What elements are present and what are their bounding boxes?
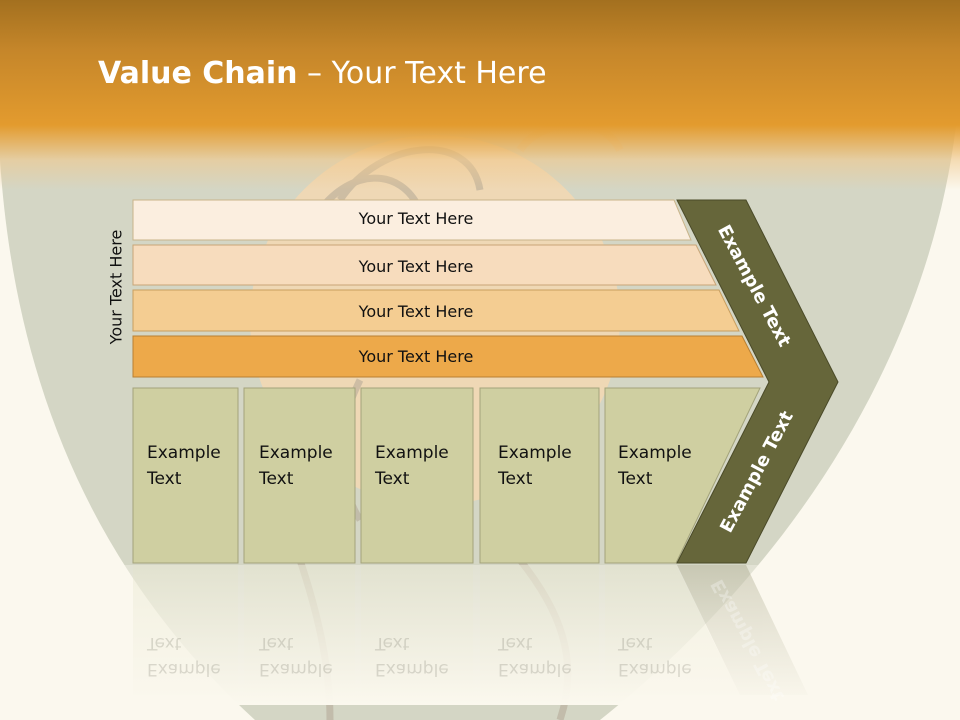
reflected-label-5-line2: Text [618, 633, 653, 653]
reflection-fade [120, 565, 840, 705]
column-box-4 [479, 387, 600, 564]
row-band-2 [132, 244, 717, 286]
column-label-4: Example Text [498, 440, 572, 492]
reflected-label-1-line1: Example [147, 659, 221, 679]
reflected-label-3-line2: Text [375, 633, 410, 653]
column-box-2 [243, 387, 356, 564]
row-label-4: Your Text Here [358, 347, 474, 366]
column-label-5-line2: Text [618, 469, 653, 489]
column-box-3 [360, 387, 474, 564]
column-label-1: Example Text [147, 440, 221, 492]
column-label-5-line1: Example [618, 443, 692, 463]
reflected-label-3: Example Text [375, 630, 449, 682]
reflected-label-1-line2: Text [147, 633, 182, 653]
reflected-label-4-line2: Text [498, 633, 533, 653]
header-band [0, 0, 960, 190]
reflected-label-2: Example Text [259, 630, 333, 682]
row-band-1 [132, 199, 692, 241]
reflected-label-5-line1: Example [618, 659, 692, 679]
column-label-2-line2: Text [259, 469, 294, 489]
reflected-label-2-line1: Example [259, 659, 333, 679]
reflected-label-3-line1: Example [375, 659, 449, 679]
reflected-label-1: Example Text [147, 630, 221, 682]
reflected-label-4: Example Text [498, 630, 572, 682]
row-label-3: Your Text Here [358, 302, 474, 321]
row-band-4 [132, 335, 764, 378]
row-label-2: Your Text Here [358, 257, 474, 276]
column-label-5: Example Text [618, 440, 692, 492]
chevron-arrow [676, 199, 839, 564]
reflected-label-4-line1: Example [498, 659, 572, 679]
column-label-1-line1: Example [147, 443, 221, 463]
column-label-2-line1: Example [259, 443, 333, 463]
column-label-2: Example Text [259, 440, 333, 492]
column-label-3-line1: Example [375, 443, 449, 463]
column-box-1 [132, 387, 239, 564]
column-label-3-line2: Text [375, 469, 410, 489]
row-band-3 [132, 289, 740, 332]
title-bold: Value Chain [98, 56, 298, 91]
slide-title: Value Chain – Your Text Here [98, 56, 547, 91]
reflected-label-5: Example Text [618, 630, 692, 682]
title-rest: – Your Text Here [297, 56, 547, 91]
column-label-1-line2: Text [147, 469, 182, 489]
reflected-label-2-line2: Text [259, 633, 294, 653]
column-label-3: Example Text [375, 440, 449, 492]
column-box-5 [604, 387, 761, 564]
column-label-4-line1: Example [498, 443, 572, 463]
row-label-1: Your Text Here [358, 209, 474, 228]
column-label-4-line2: Text [498, 469, 533, 489]
